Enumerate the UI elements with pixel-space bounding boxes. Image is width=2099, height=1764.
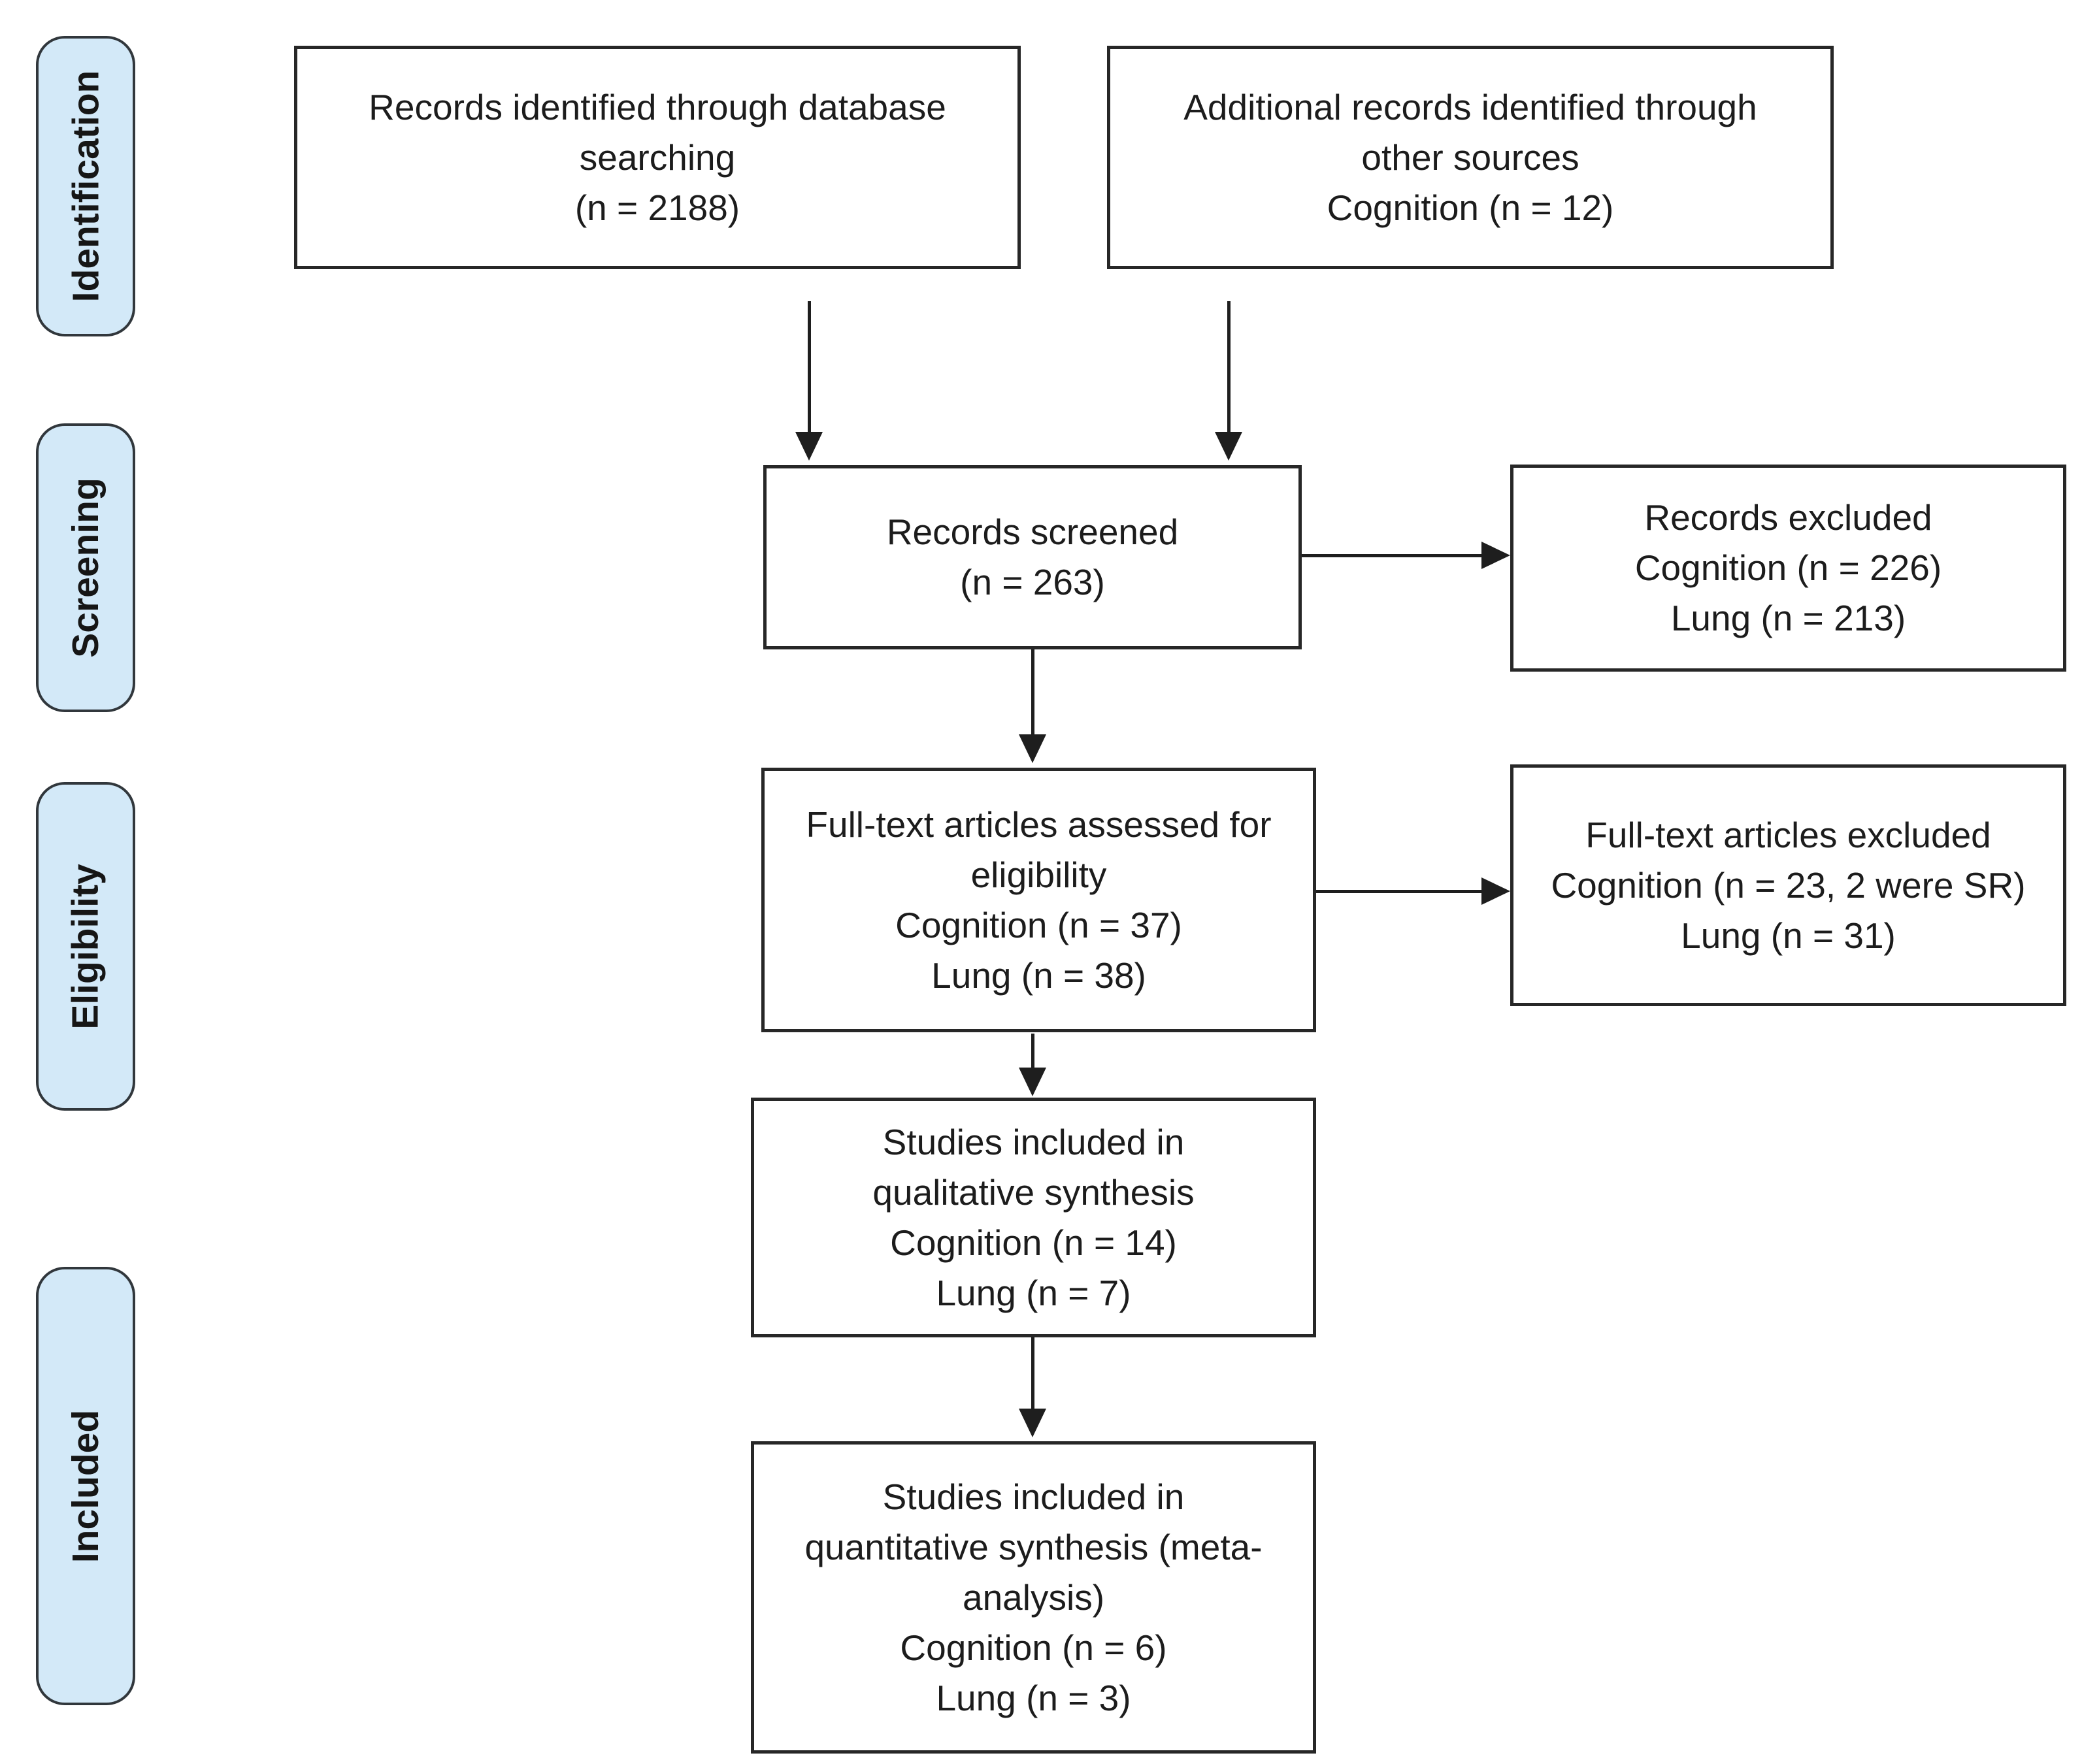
stage-label-screening: Screening bbox=[36, 423, 135, 712]
arrow-additional-to-screened-line bbox=[1227, 301, 1231, 432]
arrow-additional-to-screened-head bbox=[1215, 432, 1242, 461]
flow-box-text-line: analysis) bbox=[962, 1576, 1105, 1618]
flow-box-text-line: Records screened bbox=[886, 512, 1179, 552]
flow-box-text-line: Lung (n = 38) bbox=[931, 955, 1146, 996]
flow-box-text-line: Cognition (n = 12) bbox=[1327, 187, 1614, 228]
flow-box-text-line: Records identified through database bbox=[369, 86, 946, 127]
arrow-fulltext-to-qualitative-line bbox=[1031, 1034, 1034, 1068]
stage-label-identification-text: Identification bbox=[65, 70, 107, 302]
arrow-fulltext-to-qualitative-head bbox=[1019, 1068, 1046, 1096]
flow-box-text-line: other sources bbox=[1361, 137, 1579, 178]
flow-box-text-line: qualitative synthesis bbox=[872, 1171, 1195, 1213]
flow-box-text-line: Cognition (n = 37) bbox=[895, 904, 1182, 945]
arrow-screened-to-fulltext-line bbox=[1031, 649, 1034, 734]
flow-box-text-line: Additional records identified through bbox=[1183, 86, 1757, 127]
flow-box-text-line: (n = 2188) bbox=[574, 187, 740, 228]
flow-box-text-line: quantitative synthesis (meta- bbox=[804, 1526, 1263, 1567]
flow-box-text-line: Lung (n = 7) bbox=[936, 1272, 1131, 1313]
stage-label-eligibility: Eligibility bbox=[36, 782, 135, 1111]
arrow-screened-to-excluded-line bbox=[1302, 554, 1481, 557]
flow-box-text-line: Cognition (n = 23, 2 were SR) bbox=[1551, 864, 2026, 906]
flow-box-text-line: Full-text articles assessed for bbox=[806, 804, 1272, 845]
arrow-fulltext-to-excluded-line bbox=[1316, 890, 1481, 893]
flow-box-fulltext-excluded: Full-text articles excluded Cognition (n… bbox=[1510, 764, 2066, 1006]
stage-label-identification: Identification bbox=[36, 36, 135, 336]
arrow-qualitative-to-quantitative-head bbox=[1019, 1409, 1046, 1437]
flow-box-text-line: Cognition (n = 226) bbox=[1634, 547, 1942, 588]
stage-label-included-text: Included bbox=[65, 1409, 107, 1563]
flow-box-additional-records: Additional records identified through ot… bbox=[1107, 46, 1834, 269]
arrow-screened-to-fulltext-head bbox=[1019, 734, 1046, 763]
flow-box-text-line: Cognition (n = 6) bbox=[900, 1627, 1167, 1668]
arrow-fulltext-to-excluded-head bbox=[1481, 877, 1510, 905]
flow-box-text-line: Lung (n = 3) bbox=[936, 1677, 1131, 1718]
flow-box-quantitative-synthesis: Studies included in quantitative synthes… bbox=[751, 1441, 1316, 1754]
flow-box-text-line: Lung (n = 31) bbox=[1681, 915, 1896, 956]
flow-box-records-screened: Records screened (n = 263) bbox=[763, 465, 1302, 649]
stage-label-screening-text: Screening bbox=[65, 478, 107, 658]
flow-box-text-line: Cognition (n = 14) bbox=[890, 1222, 1177, 1263]
flow-box-qualitative-synthesis: Studies included in qualitative synthesi… bbox=[751, 1098, 1316, 1337]
flow-box-text-line: Full-text articles excluded bbox=[1585, 814, 1991, 855]
flow-box-text-line: Studies included in bbox=[882, 1476, 1185, 1517]
flow-box-text-line: (n = 263) bbox=[960, 562, 1105, 602]
stage-label-eligibility-text: Eligibility bbox=[65, 863, 107, 1030]
flow-box-text-line: Records excluded bbox=[1644, 497, 1932, 538]
flow-box-text-line: Studies included in bbox=[882, 1121, 1185, 1162]
flow-box-records-excluded: Records excluded Cognition (n = 226) Lun… bbox=[1510, 465, 2066, 672]
stage-label-included: Included bbox=[36, 1267, 135, 1705]
flow-box-text-line: searching bbox=[579, 137, 736, 178]
flow-box-text-line: Lung (n = 213) bbox=[1670, 598, 1906, 638]
flow-box-fulltext-assessed: Full-text articles assessed for eligibil… bbox=[761, 768, 1316, 1032]
arrow-screened-to-excluded-head bbox=[1481, 542, 1510, 569]
flow-box-text-line: eligibility bbox=[970, 854, 1107, 895]
arrow-identified-to-screened-head bbox=[795, 432, 823, 461]
flow-box-records-identified: Records identified through database sear… bbox=[294, 46, 1021, 269]
arrow-qualitative-to-quantitative-line bbox=[1031, 1337, 1034, 1409]
arrow-identified-to-screened-line bbox=[808, 301, 811, 432]
